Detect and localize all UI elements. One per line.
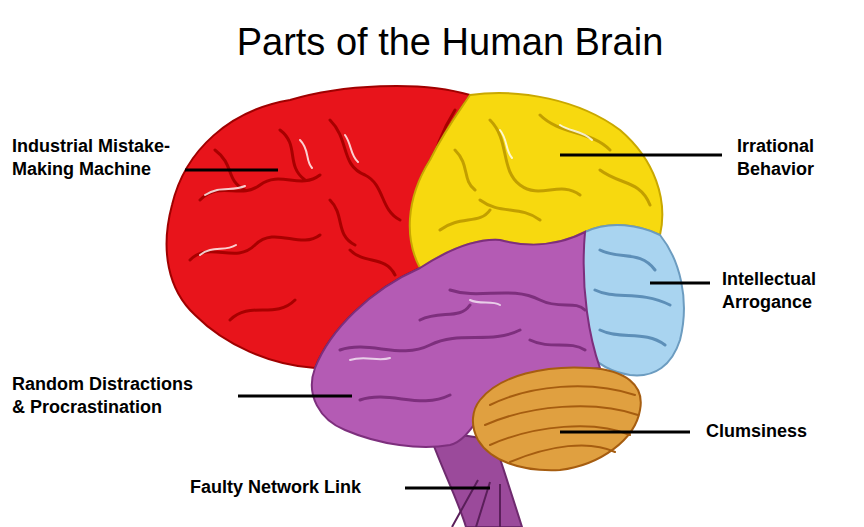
leader-line [405,487,490,490]
leader-lines [185,155,722,488]
part-label: Industrial Mistake-Making Machine [12,135,177,181]
leader-line [185,169,278,172]
part-label: Intellectual Arrogance [722,268,847,314]
part-label: Clumsiness [706,420,807,443]
part-label: Faulty Network Link [190,476,361,499]
leader-line [238,395,352,398]
leader-line [560,154,722,157]
cerebellum-folia [485,386,638,462]
cerebellum [473,367,641,470]
temporal-highlights [350,300,500,360]
part-label: Random Distractions & Procrastination [12,373,208,419]
leader-line [650,282,710,285]
leader-line [560,431,690,434]
parietal-gyri [440,115,650,230]
parietal-highlights [500,125,592,158]
frontal-highlights [200,135,358,255]
occipital-gyri [595,250,670,345]
diagram-title: Parts of the Human Brain [200,20,700,64]
part-label: Irrational Behavior [737,135,852,181]
